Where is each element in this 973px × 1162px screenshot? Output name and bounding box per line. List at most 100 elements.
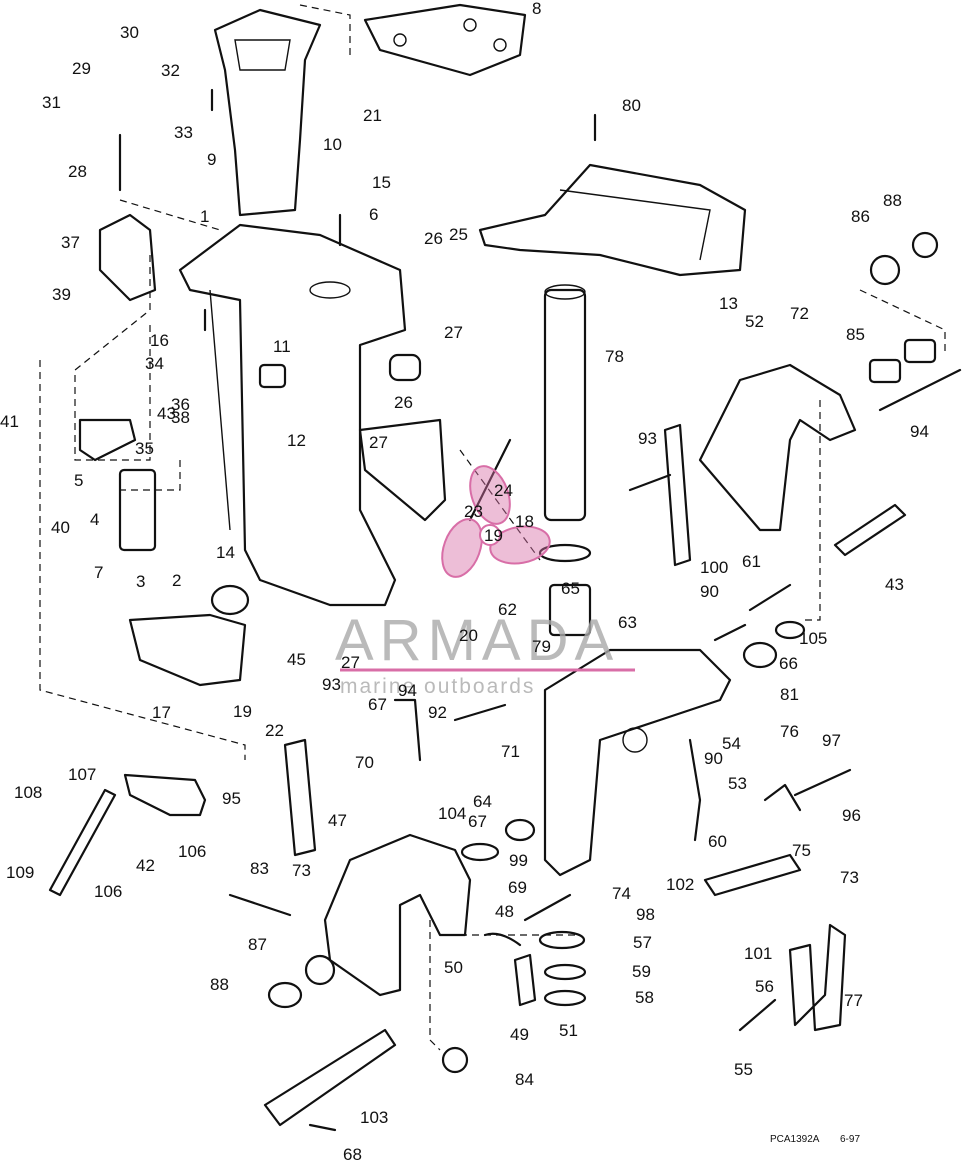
exhaust-housing-upper [213, 8, 322, 217]
callout-97: 97 [822, 731, 841, 750]
callout-35: 35 [135, 439, 154, 458]
callout-76: 76 [780, 722, 799, 741]
callout-79: 79 [532, 637, 551, 656]
callout-19: 19 [484, 526, 503, 545]
callout-8: 8 [532, 0, 541, 18]
callout-84: 84 [515, 1070, 534, 1089]
callout-43: 43 [157, 404, 176, 423]
callout-71: 71 [501, 742, 520, 761]
callout-67: 67 [368, 695, 387, 714]
callout-108: 108 [14, 783, 42, 802]
callout-110: 110 [0, 0, 27, 4]
callout-30: 30 [120, 23, 139, 42]
callout-11: 11 [273, 337, 291, 356]
callout-39: 39 [52, 285, 71, 304]
callout-27: 27 [369, 433, 388, 452]
callout-60: 60 [708, 832, 727, 851]
callout-33: 33 [174, 123, 193, 142]
callout-37: 37 [61, 233, 80, 252]
callout-58: 58 [635, 988, 654, 1007]
callout-105: 105 [799, 629, 827, 648]
callout-73: 73 [840, 868, 859, 887]
callout-23: 23 [464, 502, 483, 521]
callout-49: 49 [510, 1025, 529, 1044]
callout-14: 14 [216, 543, 235, 562]
callout-67: 67 [468, 812, 487, 831]
swivel-bracket-top-13 [478, 163, 747, 277]
plate-105 [263, 1028, 397, 1127]
callout-2: 2 [172, 571, 181, 590]
assembly-dashed-lines [39, 4, 946, 1051]
callout-64: 64 [473, 792, 492, 811]
callout-42: 42 [136, 856, 155, 875]
bushings-87-88-90 [267, 231, 939, 1009]
lever-78 [788, 923, 847, 1032]
callout-104: 104 [438, 804, 466, 823]
callout-109: 109 [6, 863, 34, 882]
callout-77: 77 [844, 991, 863, 1010]
callout-26: 26 [424, 229, 443, 248]
callout-69: 69 [508, 878, 527, 897]
bracket-plate-41 [98, 213, 157, 302]
callout-47: 47 [328, 811, 347, 830]
callout-31: 31 [42, 93, 61, 112]
drawing-code: PCA1392A [770, 1134, 820, 1145]
callout-102: 102 [666, 875, 694, 894]
callout-27: 27 [341, 653, 360, 672]
callout-4: 4 [90, 510, 99, 529]
cover-45 [833, 503, 907, 557]
callout-57: 57 [633, 933, 652, 952]
callout-21: 21 [363, 106, 382, 125]
callout-56: 56 [755, 977, 774, 996]
callout-93: 93 [638, 429, 657, 448]
callout-55: 55 [734, 1060, 753, 1079]
callout-86: 86 [851, 207, 870, 226]
stern-bracket-48 [323, 833, 472, 997]
callout-27: 27 [444, 323, 463, 342]
callout-40: 40 [51, 518, 70, 537]
fasteners [78, 88, 962, 1132]
callout-9: 9 [207, 150, 216, 169]
callout-59: 59 [632, 962, 651, 981]
exhaust-cover-17 [128, 613, 247, 687]
callout-41: 41 [0, 412, 19, 431]
callout-61: 61 [742, 552, 761, 571]
callout-51: 51 [559, 1021, 578, 1040]
callout-22: 22 [265, 721, 284, 740]
callout-75: 75 [792, 841, 811, 860]
callout-24: 24 [494, 481, 513, 500]
watermark-tagline: marine outboards [340, 675, 535, 698]
callout-92: 92 [428, 703, 447, 722]
callout-38: 38 [171, 408, 190, 427]
steering-tube-79 [543, 284, 587, 522]
callout-3: 3 [136, 572, 145, 591]
callout-78: 78 [605, 347, 624, 366]
swivel-bracket-lower [543, 648, 732, 877]
spacer-parts [210, 543, 806, 1074]
callout-26: 26 [394, 393, 413, 412]
callout-17: 17 [152, 703, 171, 722]
propeller-logo [441, 465, 551, 578]
callout-94: 94 [910, 422, 929, 441]
callout-18: 18 [515, 512, 534, 531]
callout-94: 94 [398, 681, 417, 700]
callout-88: 88 [210, 975, 229, 994]
callout-81: 81 [780, 685, 799, 704]
callout-96: 96 [842, 806, 861, 825]
callout-5: 5 [74, 471, 83, 490]
linkages [283, 423, 802, 1007]
callout-90: 90 [700, 582, 719, 601]
callout-34: 34 [145, 354, 164, 373]
callout-100: 100 [700, 558, 728, 577]
tilt-rod-108 [48, 788, 117, 897]
callout-1: 1 [200, 207, 209, 226]
gasket-8 [363, 3, 527, 77]
callout-85: 85 [846, 325, 865, 344]
callout-13: 13 [719, 294, 738, 313]
callout-87: 87 [248, 935, 267, 954]
watermark-brand: ARMADA [335, 608, 619, 673]
callout-93: 93 [322, 675, 341, 694]
callout-65: 65 [561, 579, 580, 598]
callout-50: 50 [444, 958, 463, 977]
